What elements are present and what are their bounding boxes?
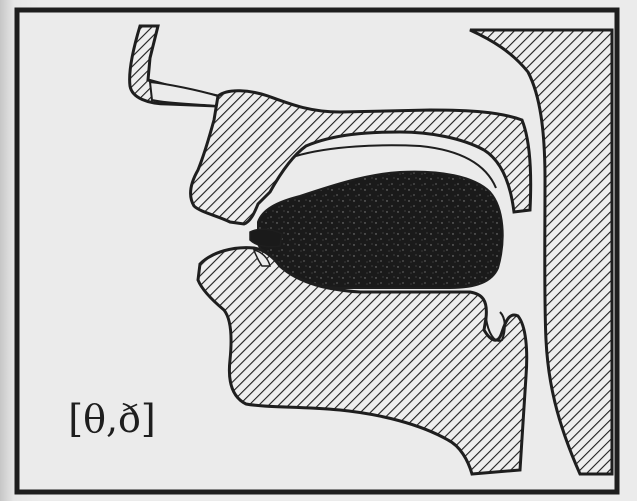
phonetic-symbol-label: [θ,ð] [66, 384, 158, 454]
tongue-tip [250, 229, 282, 247]
